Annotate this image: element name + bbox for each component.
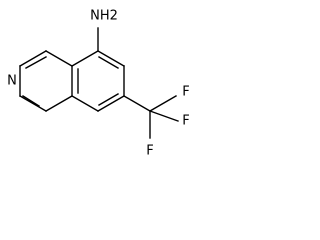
bond-cf3-f1 xyxy=(149,110,179,122)
bond-c7-c8 xyxy=(97,95,125,112)
bond-c4-c4a-double xyxy=(25,56,47,69)
bond-n2-c3-double xyxy=(22,95,40,107)
bond-c7-c8-double xyxy=(98,93,119,106)
amine-label: NH2 xyxy=(90,9,118,24)
bond-cf3-f3 xyxy=(149,95,177,112)
bond-c8-c8a xyxy=(71,95,99,112)
fluorine-label-1: F xyxy=(182,114,189,129)
fluorine-label-3: F xyxy=(182,85,189,100)
bond-c5-c6-double xyxy=(98,56,119,69)
ring-nitrogen-label: N xyxy=(7,74,17,89)
bond-c4a-c8a xyxy=(45,50,73,67)
bond-c4-c4a xyxy=(19,50,47,67)
bond-c4a-c5 xyxy=(71,50,99,67)
bond-n2-c3 xyxy=(19,95,47,112)
bond-c5-c6 xyxy=(97,50,125,67)
molecule-drawing: NH2 N F F F xyxy=(7,9,190,159)
bond-c7-cf3 xyxy=(123,95,151,112)
bond-c1-n2 xyxy=(45,95,73,112)
fluorine-label-2: F xyxy=(146,144,153,159)
structure-diagram: NH2 N F F F xyxy=(7,9,190,159)
